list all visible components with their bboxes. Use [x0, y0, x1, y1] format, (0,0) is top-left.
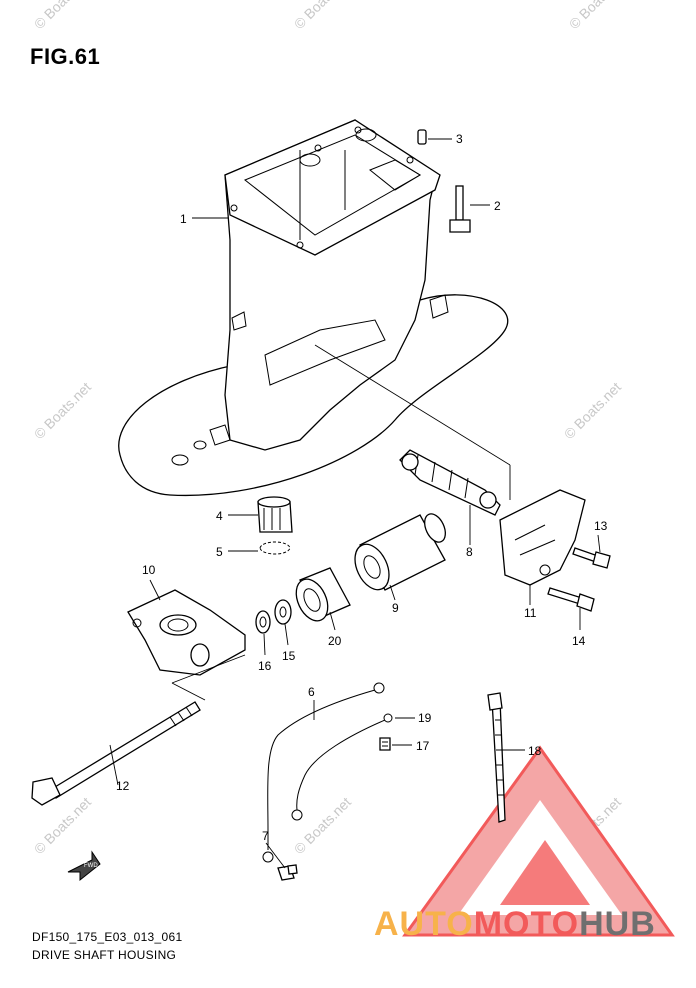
upper-mount-rubber [399, 449, 501, 516]
callout-3: 3 [456, 132, 463, 146]
lower-mount-bracket [127, 589, 246, 676]
brand-part-auto: AUTO [374, 905, 474, 943]
bolt [449, 185, 471, 233]
leader-lines [109, 138, 601, 869]
callout-10: 10 [142, 563, 156, 577]
watermark: © Boats.net [31, 0, 94, 32]
brand-wordmark: AUTOMOTOHUB [374, 905, 656, 944]
bracket-bolt [572, 547, 611, 569]
watermark: © Boats.net [31, 379, 94, 442]
figure-name: DRIVE SHAFT HOUSING [32, 948, 177, 962]
washer [274, 599, 292, 625]
callout-11: 11 [524, 606, 537, 620]
fwd-label: FWD [84, 863, 98, 869]
callout-16: 16 [258, 659, 272, 673]
callout-4: 4 [216, 509, 223, 523]
callout-2: 2 [494, 199, 501, 213]
callout-12: 12 [116, 779, 130, 793]
callout-6: 6 [308, 685, 315, 699]
callout-13: 13 [594, 519, 608, 533]
callout-20: 20 [328, 634, 342, 648]
callout-5: 5 [216, 545, 223, 559]
cable-tie [487, 692, 506, 823]
brand-logo-icon [402, 745, 675, 937]
sleeve [295, 567, 351, 622]
callout-14: 14 [572, 634, 586, 648]
callout-8: 8 [466, 545, 473, 559]
callout-17: 17 [416, 739, 430, 753]
callout-1: 1 [180, 212, 187, 226]
figure-title: FIG.61 [30, 44, 101, 69]
ground-cable [262, 682, 393, 863]
drive-shaft-housing [118, 119, 509, 497]
dowel-pin [417, 129, 427, 145]
callout-19: 19 [418, 711, 432, 725]
washer-small [255, 610, 271, 634]
callout-15: 15 [282, 649, 296, 663]
upper-mount-bracket [499, 489, 586, 586]
long-bolt [31, 701, 201, 806]
fwd-arrow-icon: FWD [67, 850, 101, 882]
callout-18: 18 [528, 744, 542, 758]
brand-part-moto: MOTO [473, 905, 580, 943]
grommet [257, 496, 293, 533]
watermark: © Boats.net [291, 0, 354, 32]
callout-7: 7 [262, 829, 269, 843]
callout-9: 9 [392, 601, 399, 615]
watermark: © Boats.net [291, 794, 354, 857]
brand-part-hub: HUB [579, 905, 656, 943]
mount-rubber [354, 513, 446, 591]
screw [277, 864, 298, 881]
watermark: © Boats.net [561, 379, 624, 442]
bracket-bolt-long [547, 587, 595, 612]
watermark: © Boats.net [566, 0, 629, 32]
callout-labels: 1 2 3 4 5 6 7 8 9 10 11 12 13 14 15 16 1… [116, 132, 608, 843]
screw-small [379, 737, 391, 751]
clip [259, 541, 291, 555]
figure-code: DF150_175_E03_013_061 [32, 930, 183, 944]
